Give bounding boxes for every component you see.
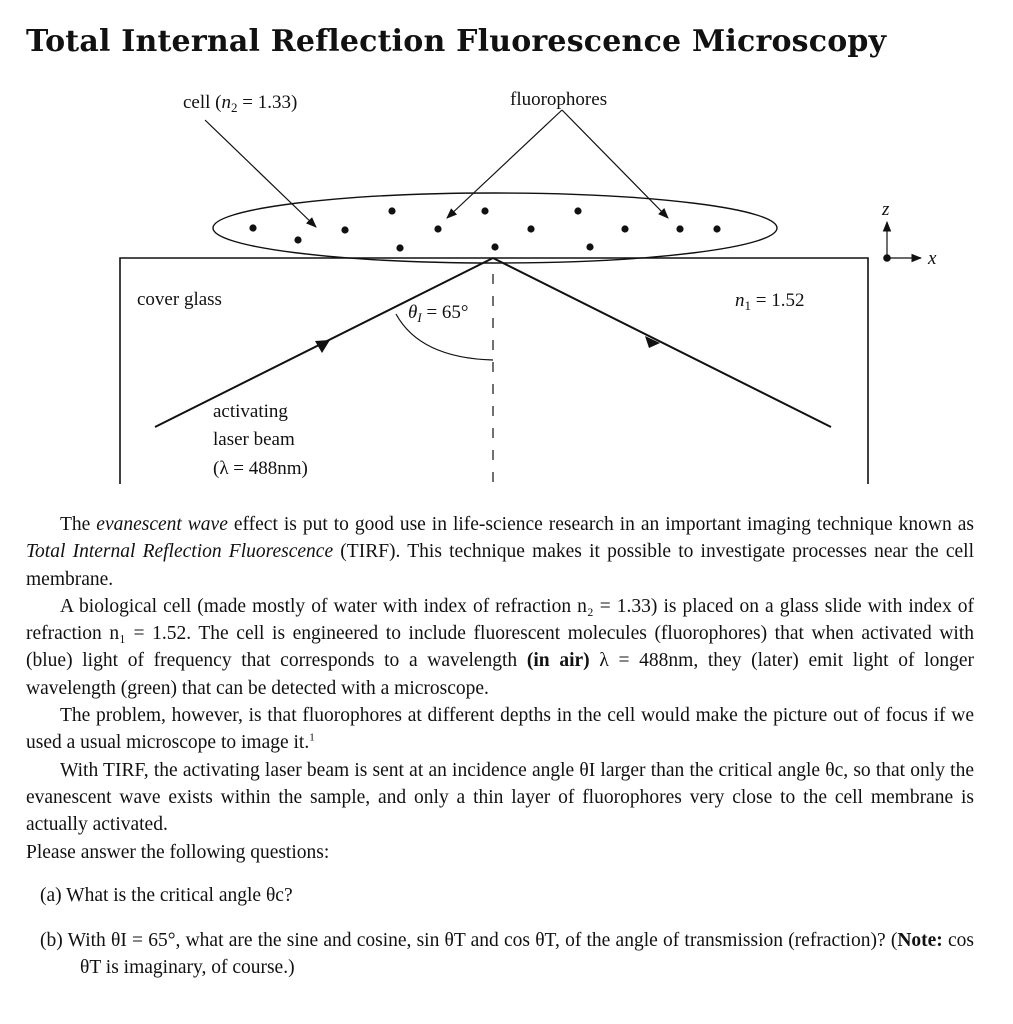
fluorophore-dot (676, 225, 684, 233)
reflected-beam-arrowhead (645, 336, 660, 348)
cell-ellipse (212, 192, 778, 264)
fluorophore-dot (586, 243, 594, 251)
fluorophore-dot (527, 225, 535, 233)
n1-label: n1 = 1.52 (735, 290, 804, 313)
axis-x-label: x (927, 248, 937, 269)
fluorophore-dot (574, 207, 582, 215)
fluorophore-dots (249, 207, 721, 252)
question-a: (a) What is the critical angle θc? (40, 884, 293, 906)
cover-glass-label: cover glass (137, 289, 222, 310)
paragraph-intro: The evanescent wave effect is put to goo… (26, 514, 974, 590)
fluorophore-dot (294, 236, 302, 244)
laser-label-line1: activating (213, 401, 288, 422)
cell-pointer-arrow (204, 119, 317, 228)
fluorophore-pointer-left (446, 109, 563, 219)
paragraph-instructions: Please answer the following questions: (26, 841, 330, 863)
fluorophore-dot (341, 226, 349, 234)
angle-arc (395, 313, 494, 361)
question-b: (b) With θI = 65°, what are the sine and… (40, 930, 974, 979)
incident-beam-arrowhead (315, 340, 330, 353)
fluorophore-dot (491, 243, 499, 251)
laser-label-line3: (λ = 488nm) (213, 458, 308, 479)
cell-label: cell (n2 = 1.33) (183, 92, 297, 115)
fluorophore-dot (388, 207, 396, 215)
fluorophore-dot (481, 207, 489, 215)
footnote-marker: 1 (309, 731, 315, 744)
fluorophore-dot (713, 225, 721, 233)
page-title: Total Internal Reflection Fluorescence M… (26, 24, 887, 59)
paragraph-problem: The problem, however, is that fluorophor… (26, 705, 974, 754)
axis-indicator: z x (881, 199, 937, 269)
problem-text: The evanescent wave effect is put to goo… (26, 511, 974, 982)
fluorophore-dot (621, 225, 629, 233)
paragraph-setup: A biological cell (made mostly of water … (26, 595, 974, 699)
incidence-angle-label: θI = 65° (408, 302, 469, 325)
fluorophore-dot (434, 225, 442, 233)
paragraph-tirf: With TIRF, the activating laser beam is … (26, 759, 974, 836)
laser-label-line2: laser beam (213, 429, 295, 450)
fluorophore-pointer-right (561, 109, 669, 219)
fluorophore-dot (396, 244, 404, 252)
axis-z-label: z (881, 199, 890, 220)
tirf-diagram: z x cell (n2 = 1.33) fluorophores cover … (119, 89, 937, 484)
fluorophore-dot (249, 224, 257, 232)
fluorophores-label: fluorophores (510, 89, 607, 110)
reflected-beam (492, 257, 832, 428)
